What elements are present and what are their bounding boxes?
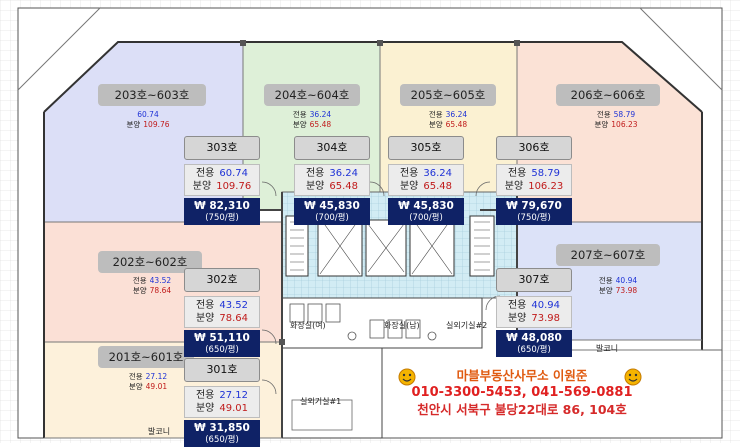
zone-label-203-603: 203호~603호 bbox=[98, 84, 206, 106]
unit-price: ₩ 45,830 (700/평) bbox=[388, 198, 464, 225]
restroom-women-label: 화장실(여) bbox=[290, 321, 326, 330]
unit-equip-room-1-label: 실외기실#1 bbox=[300, 397, 342, 406]
unit-equip-room-2-label: 실외기실#2 bbox=[446, 321, 488, 330]
smiley-icon bbox=[398, 368, 416, 386]
balcony-left-label: 발코니 bbox=[148, 427, 171, 436]
office-name: 마블부동산사무소 이원준 bbox=[456, 368, 588, 383]
unit-price: ₩ 48,080 (650/평) bbox=[496, 330, 572, 357]
unit-label: 305호 bbox=[388, 136, 464, 160]
unit-label: 302호 bbox=[184, 268, 260, 292]
zone-label-201-601: 201호~601호 bbox=[98, 346, 194, 368]
unit-label: 306호 bbox=[496, 136, 572, 160]
zone-label-206-606: 206호~606호 bbox=[556, 84, 660, 106]
unit-label: 304호 bbox=[294, 136, 370, 160]
unit-label: 307호 bbox=[496, 268, 572, 292]
office-address: 천안시 서북구 불당22대로 86, 104호 bbox=[417, 402, 627, 417]
phone-numbers: 010-3300-5453, 041-569-0881 bbox=[411, 385, 633, 400]
contact-info: 마블부동산사무소 이원준 010-3300-5453, 041-569-0881… bbox=[392, 368, 652, 418]
unit-label: 303호 bbox=[184, 136, 260, 160]
unit-label: 301호 bbox=[184, 358, 260, 382]
unit-price: ₩ 51,110 (650/평) bbox=[184, 330, 260, 357]
zone-label-202-602: 202호~602호 bbox=[98, 251, 202, 273]
zone-label-207-607: 207호~607호 bbox=[556, 244, 660, 266]
unit-price: ₩ 79,670 (750/평) bbox=[496, 198, 572, 225]
balcony-right-label: 발코니 bbox=[596, 344, 619, 353]
zone-label-205-605: 205호~605호 bbox=[400, 84, 496, 106]
unit-price: ₩ 45,830 (700/평) bbox=[294, 198, 370, 225]
unit-price: ₩ 82,310 (750/평) bbox=[184, 198, 260, 225]
smiley-icon bbox=[624, 368, 642, 386]
restroom-men-label: 화장실(남) bbox=[384, 321, 420, 330]
zone-label-204-604: 204호~604호 bbox=[264, 84, 360, 106]
